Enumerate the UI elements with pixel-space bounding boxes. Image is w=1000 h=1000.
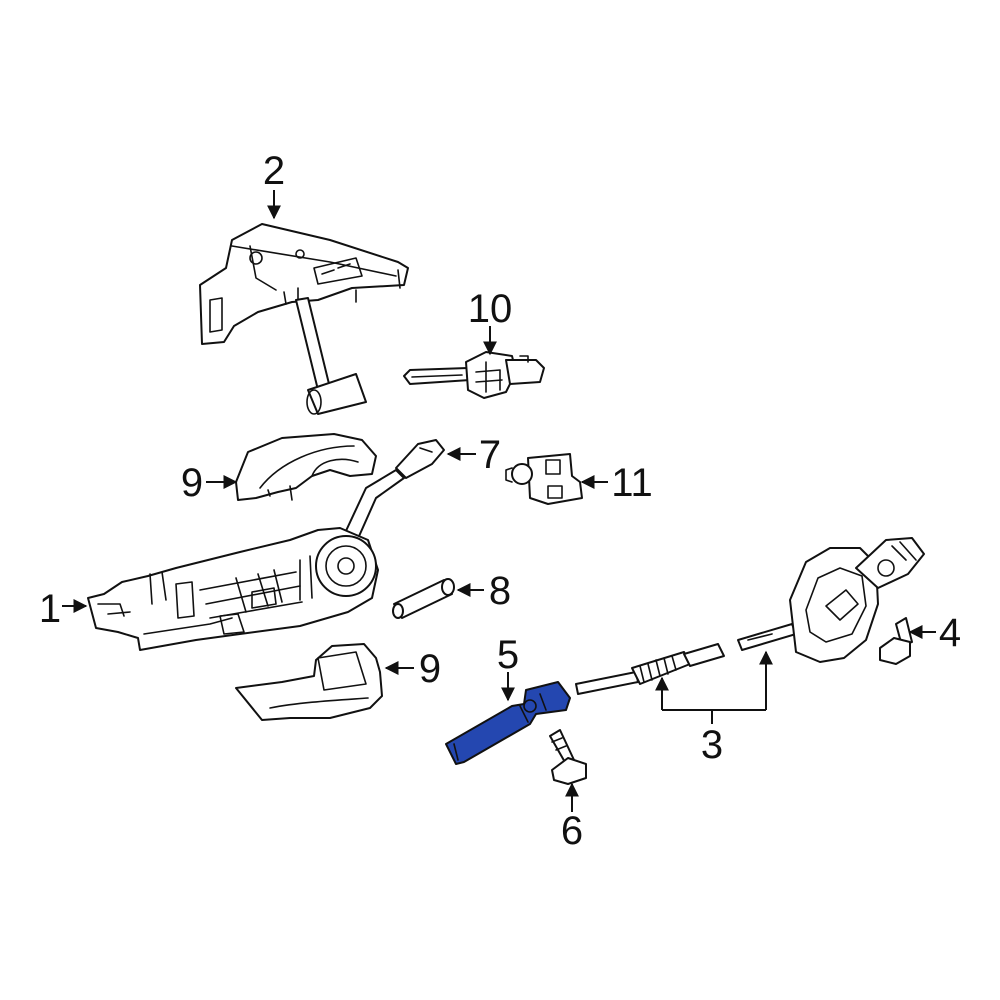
callout-2: 2 bbox=[263, 149, 285, 193]
leader-3-bracket bbox=[662, 709, 766, 724]
part-2-upper-bracket[interactable] bbox=[199, 223, 409, 415]
part-5-highlight bbox=[445, 681, 571, 765]
part-9-upper-shroud[interactable] bbox=[235, 433, 377, 501]
part-1-column-housing[interactable] bbox=[87, 527, 379, 651]
part-3-steering-shaft[interactable] bbox=[575, 537, 925, 695]
callout-5: 5 bbox=[497, 633, 519, 677]
leader-lines bbox=[62, 190, 936, 812]
callout-numbers: 1 2 3 4 5 6 7 8 9 9 10 11 bbox=[39, 149, 961, 853]
callout-3: 3 bbox=[701, 723, 723, 767]
callout-9-lower: 9 bbox=[419, 647, 441, 691]
part-10-switch[interactable] bbox=[403, 351, 545, 399]
part-4-bolt[interactable] bbox=[879, 617, 913, 665]
part-8-pin[interactable] bbox=[392, 578, 455, 619]
callout-8: 8 bbox=[489, 569, 511, 613]
callout-1: 1 bbox=[39, 587, 61, 631]
callout-9-upper: 9 bbox=[181, 461, 203, 505]
callout-11: 11 bbox=[611, 461, 653, 505]
callout-4: 4 bbox=[939, 611, 961, 655]
callout-10: 10 bbox=[468, 287, 513, 331]
part-9-lower-shroud[interactable] bbox=[235, 643, 383, 721]
part-5-intermediate-shaft[interactable] bbox=[445, 681, 571, 765]
part-6-bolt[interactable] bbox=[549, 729, 587, 785]
part-11-switch[interactable] bbox=[505, 453, 583, 505]
callout-7: 7 bbox=[479, 433, 501, 477]
callout-6: 6 bbox=[561, 809, 583, 853]
